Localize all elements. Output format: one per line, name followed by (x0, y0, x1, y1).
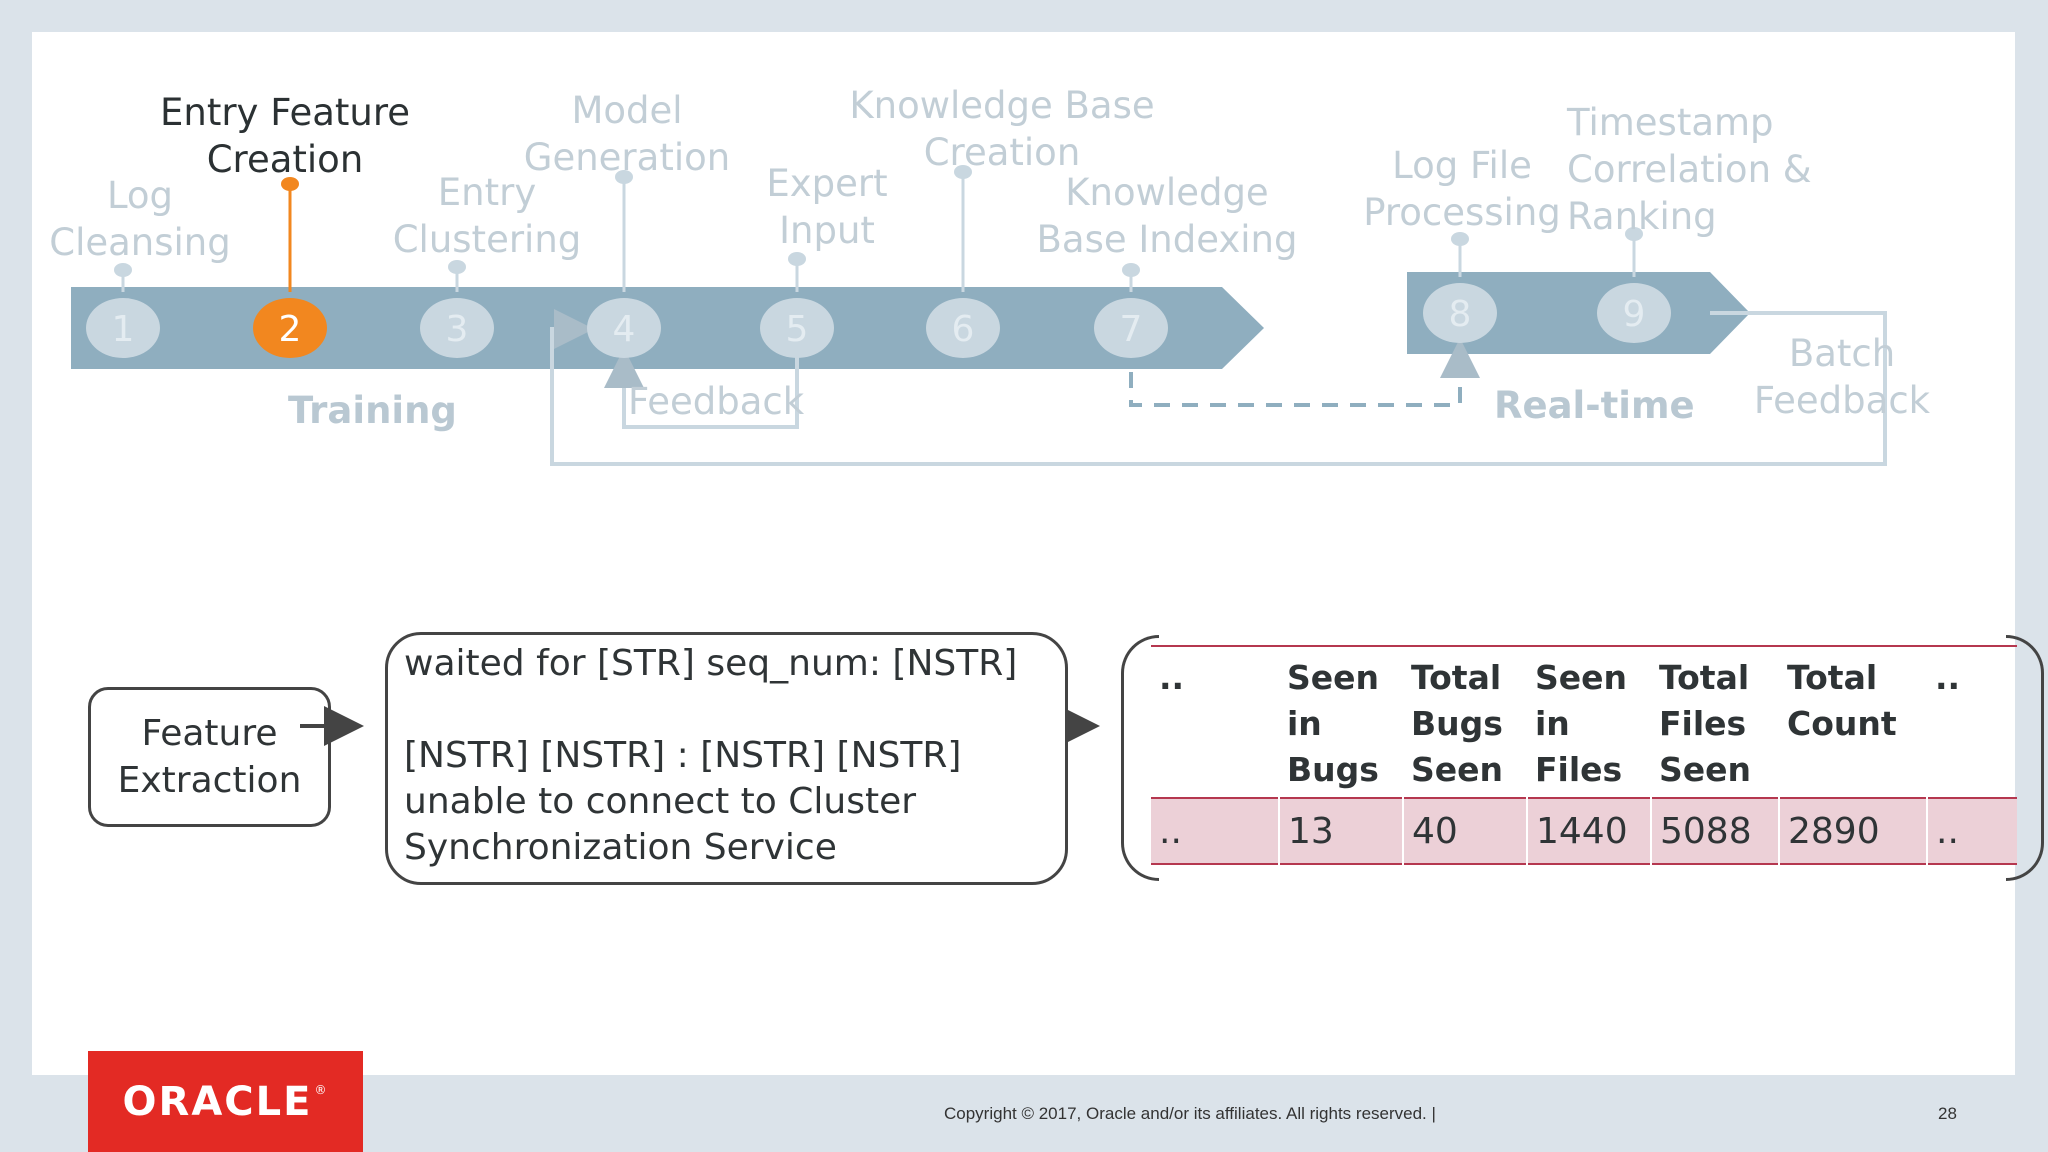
step-label-2: Entry Feature Creation (159, 91, 411, 181)
oracle-logo: ORACLE® (88, 1051, 363, 1152)
realtime-label: Real-time (1494, 384, 1695, 427)
step-stem-dot-8 (1451, 232, 1469, 246)
table-cell: .. (1926, 798, 2017, 864)
step-circle-3 (420, 298, 494, 358)
log-line-blank (404, 687, 1049, 733)
step-circle-7 (1094, 298, 1168, 358)
step-stem-dot-3 (448, 260, 466, 274)
batch-feedback-loop (550, 309, 1887, 466)
step-stem-dot-4 (615, 170, 633, 184)
log-template-box: waited for [STR] seq_num: [NSTR] [NSTR] … (385, 632, 1068, 885)
step-circle-4 (587, 298, 661, 358)
step-label-5: Expert Input (766, 162, 888, 252)
step-circle-6 (926, 298, 1000, 358)
table-cell: 13 (1278, 798, 1403, 864)
feature-table-wrapper: .. Seen in Bugs Total Bugs Seen Seen in … (1121, 635, 2044, 883)
table-cell: .. (1151, 798, 1279, 864)
step-circle-9 (1597, 283, 1671, 343)
step-number-9: 9 (1623, 294, 1646, 335)
logo-text: ORACLE (122, 1078, 313, 1125)
step-label-3: Entry Clustering (392, 171, 582, 261)
step-number-4: 4 (613, 309, 636, 350)
table-row: .. 13 40 1440 5088 2890 .. (1151, 798, 2017, 864)
table-cell: 2890 (1778, 798, 1927, 864)
header-cell: Seen in Files (1535, 658, 1628, 789)
process-diagram: 1 2 3 4 5 6 7 8 9 (71, 165, 1887, 466)
log-line-3: unable to connect to Cluster (404, 781, 917, 822)
logo-mark: ® (314, 1083, 329, 1097)
log-line-2: [NSTR] [NSTR] : [NSTR] [NSTR] (404, 735, 962, 776)
step-label-7: Knowledge Base Indexing (1036, 171, 1298, 261)
step-stem-dot-2 (281, 177, 299, 191)
step-circle-2 (253, 298, 327, 358)
header-cell: Total Bugs Seen (1411, 658, 1504, 789)
step-number-2: 2 (279, 309, 302, 350)
step-number-1: 1 (112, 309, 135, 350)
header-cell: Seen in Bugs (1287, 658, 1380, 789)
feature-table: .. Seen in Bugs Total Bugs Seen Seen in … (1151, 645, 2017, 865)
step-label-6: Knowledge Base Creation (849, 84, 1155, 174)
dashed-connector (1129, 338, 1480, 407)
feedback-loop (604, 330, 799, 429)
step-number-6: 6 (952, 309, 975, 350)
header-cell: Total Files Seen (1659, 658, 1752, 789)
slide: 1 2 3 4 5 6 7 8 9 Log Cleansing Entry Feature Cr… (32, 32, 2044, 1075)
step-stem-dot-5 (788, 252, 806, 266)
step-label-9: Timestamp Correlation & Ranking (1567, 101, 1812, 238)
step-number-3: 3 (446, 309, 469, 350)
step-stem-dot-1 (114, 263, 132, 277)
copyright-text: Copyright © 2017, Oracle and/or its affi… (944, 1104, 1436, 1123)
training-label: Training (288, 389, 457, 432)
step-number-7: 7 (1120, 309, 1143, 350)
feedback-label: Feedback (628, 380, 805, 423)
table-header-row: .. Seen in Bugs Total Bugs Seen Seen in … (1151, 646, 2017, 798)
header-cell: .. (1159, 658, 1185, 697)
step-label-4: Model Generation (523, 89, 731, 179)
header-cell: .. (1935, 658, 1961, 697)
table-cell: 40 (1402, 798, 1527, 864)
table-cell: 5088 (1650, 798, 1779, 864)
step-label-8: Log File Processing (1363, 144, 1561, 234)
step-circle-5 (760, 298, 834, 358)
step-number-8: 8 (1449, 294, 1472, 335)
step-stem-dot-7 (1122, 263, 1140, 277)
log-line-4: Synchronization Service (404, 827, 837, 868)
step-label-1: Log Cleansing (49, 174, 231, 264)
table-cell: 1440 (1526, 798, 1651, 864)
step-stem-dot-9 (1625, 227, 1643, 241)
step-number-5: 5 (786, 309, 809, 350)
realtime-band (1407, 272, 1750, 354)
feature-extraction-box: Feature Extraction (88, 687, 331, 827)
batch-feedback-label: Batch Feedback (1753, 332, 1931, 422)
log-line-1: waited for [STR] seq_num: [NSTR] (404, 643, 1018, 684)
page-number: 28 (1938, 1104, 1957, 1123)
step-stem-dot-6 (954, 165, 972, 179)
step-circle-1 (86, 298, 160, 358)
header-cell: Total Count (1787, 658, 1897, 743)
step-circle-8 (1423, 283, 1497, 343)
